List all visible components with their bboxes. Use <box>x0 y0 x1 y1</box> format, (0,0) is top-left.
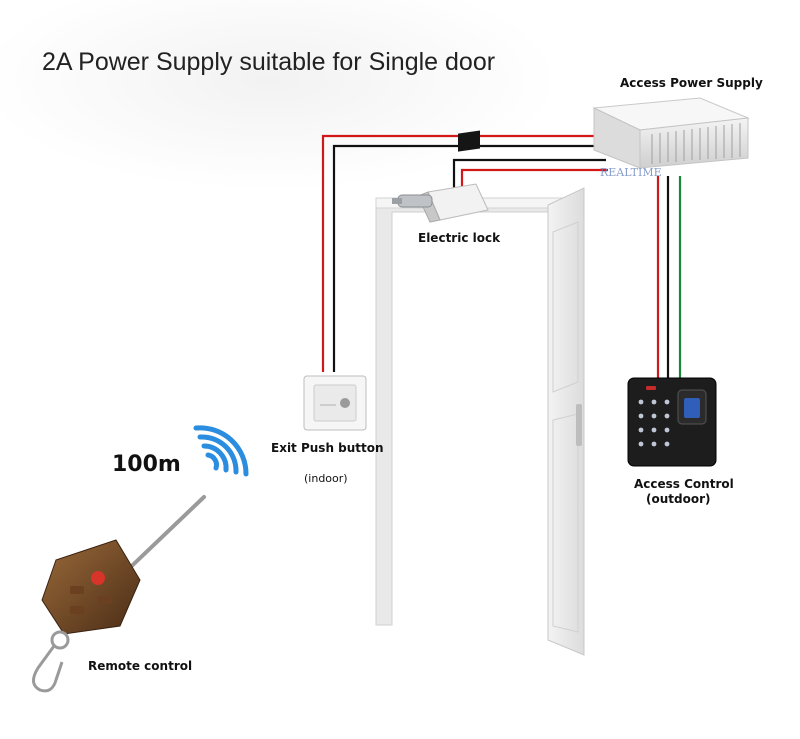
page-title: 2A Power Supply suitable for Single door <box>42 48 496 76</box>
label-access-control: Access Control <box>634 477 734 491</box>
door-handle <box>576 404 582 446</box>
access-control-keypad <box>627 377 717 467</box>
background-highlight <box>0 0 560 190</box>
label-access-control-location: (outdoor) <box>646 492 711 506</box>
remote-control-device <box>32 495 206 693</box>
wire-red-lock <box>460 168 608 190</box>
wire-black-exit <box>332 144 604 372</box>
label-power-supply: Access Power Supply <box>620 76 763 90</box>
fingerprint-sensor <box>684 398 700 418</box>
wires <box>321 134 682 382</box>
label-exit-button: Exit Push button <box>271 441 384 455</box>
door-frame <box>375 197 566 626</box>
remote-button-red <box>91 571 105 585</box>
exit-push-button-device <box>303 375 367 431</box>
label-remote-control: Remote control <box>88 659 193 673</box>
brand-watermark: REALTIME <box>600 166 662 179</box>
electric-lock-device <box>392 130 489 223</box>
label-electric-lock: Electric lock <box>418 231 501 245</box>
label-range: 100m <box>112 452 181 477</box>
power-supply-unit <box>592 97 750 169</box>
label-exit-button-location: (indoor) <box>304 472 348 485</box>
wire-red-exit <box>321 134 600 372</box>
signal-waves-icon <box>193 425 249 477</box>
wire-black-lock <box>452 158 606 190</box>
keychain-ring <box>32 630 70 693</box>
door-leaf <box>547 187 585 656</box>
